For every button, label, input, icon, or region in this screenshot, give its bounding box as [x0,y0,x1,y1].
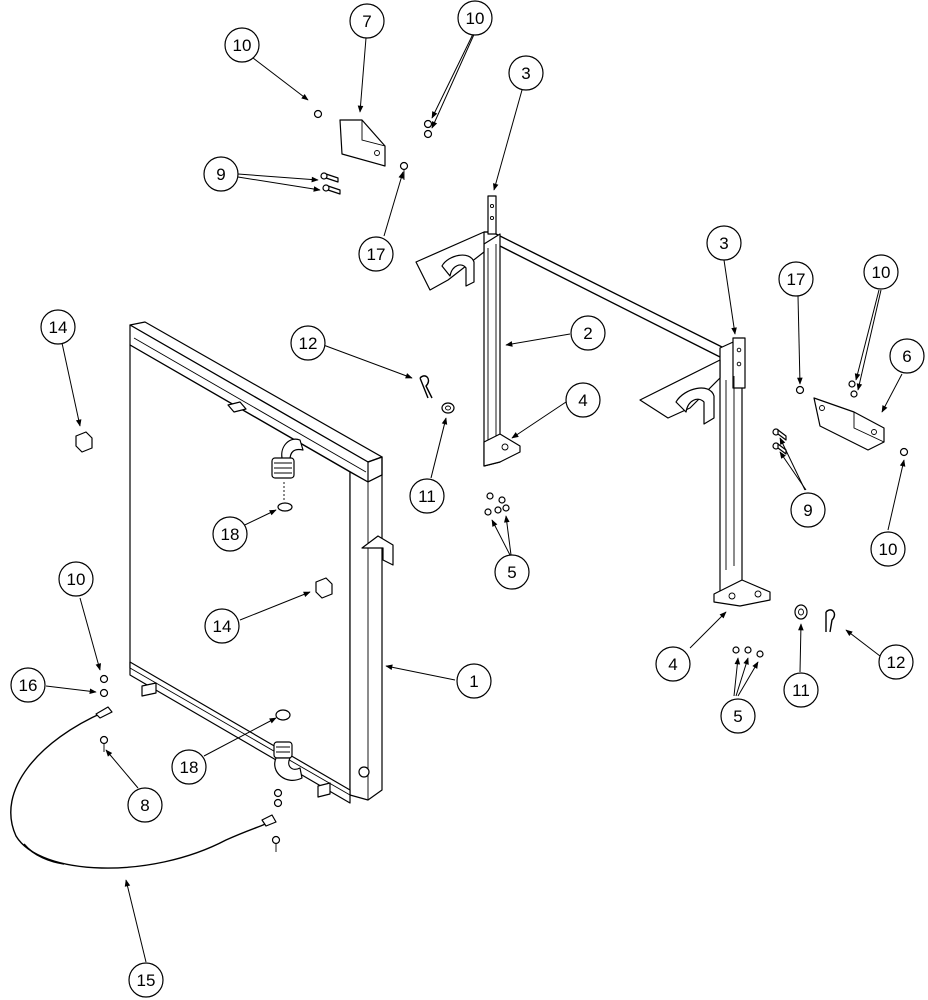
callout-1: 1 [456,663,492,699]
callout-11-b: 11 [783,672,819,708]
callout-10-a: 10 [224,27,260,63]
svg-text:8: 8 [140,796,149,815]
callout-9-b: 9 [790,492,826,528]
bracket-6 [813,397,885,451]
callout-12-b: 12 [878,644,914,680]
callout-17-a: 17 [358,236,394,272]
svg-text:9: 9 [216,165,225,184]
callout-10-e: 10 [870,531,906,567]
svg-text:16: 16 [19,676,38,695]
radiator-core [129,321,394,804]
callout-5-b: 5 [720,698,756,734]
callout-10-b: 10 [457,0,493,36]
svg-text:2: 2 [583,324,592,343]
callout-7: 7 [349,3,385,39]
callout-5-a: 5 [494,554,530,590]
callout-10-d: 10 [58,561,94,597]
svg-text:3: 3 [521,64,530,83]
svg-text:14: 14 [213,617,232,636]
svg-text:17: 17 [367,245,386,264]
svg-text:3: 3 [719,234,728,253]
callout-8: 8 [127,787,163,823]
svg-text:9: 9 [803,501,812,520]
svg-text:5: 5 [507,563,516,582]
mounting-bracket-frame [415,195,771,607]
svg-text:11: 11 [418,487,436,506]
svg-text:10: 10 [879,540,898,559]
callout-9-a: 9 [203,156,239,192]
callout-6: 6 [889,338,925,374]
callout-15: 15 [128,962,164,998]
svg-text:10: 10 [233,36,252,55]
svg-text:17: 17 [787,270,806,289]
svg-text:12: 12 [887,653,906,672]
svg-text:18: 18 [221,525,240,544]
svg-text:6: 6 [902,347,911,366]
svg-text:11: 11 [792,681,810,700]
svg-text:12: 12 [299,334,318,353]
svg-text:15: 15 [137,971,156,990]
svg-text:1: 1 [469,672,478,691]
svg-text:10: 10 [466,9,485,28]
callout-3-b: 3 [706,225,742,261]
svg-text:14: 14 [49,318,68,337]
callout-3-a: 3 [508,55,544,91]
callout-10-c: 10 [863,254,899,290]
svg-text:7: 7 [362,12,371,31]
svg-text:4: 4 [578,391,587,410]
callout-18-a: 18 [212,516,248,552]
callout-16: 16 [10,667,46,703]
svg-text:5: 5 [733,707,742,726]
callout-14-b: 14 [204,608,240,644]
hardware [75,109,909,852]
callout-11-a: 11 [409,478,445,514]
callout-4-a: 4 [565,382,601,418]
lower-hose-fitting [273,741,303,781]
svg-text:4: 4 [668,655,677,674]
leader-arrows [45,29,906,963]
callout-4-b: 4 [655,646,691,682]
callout-18-b: 18 [171,749,207,785]
callout-14-a: 14 [40,309,76,345]
callout-12-a: 12 [290,325,326,361]
bracket-7 [339,119,386,167]
callout-17-b: 17 [778,261,814,297]
upper-hose-fitting [271,438,304,479]
callout-2: 2 [570,315,606,351]
svg-text:10: 10 [872,263,891,282]
svg-text:10: 10 [67,570,86,589]
svg-text:18: 18 [180,758,199,777]
ground-strap [10,706,277,869]
